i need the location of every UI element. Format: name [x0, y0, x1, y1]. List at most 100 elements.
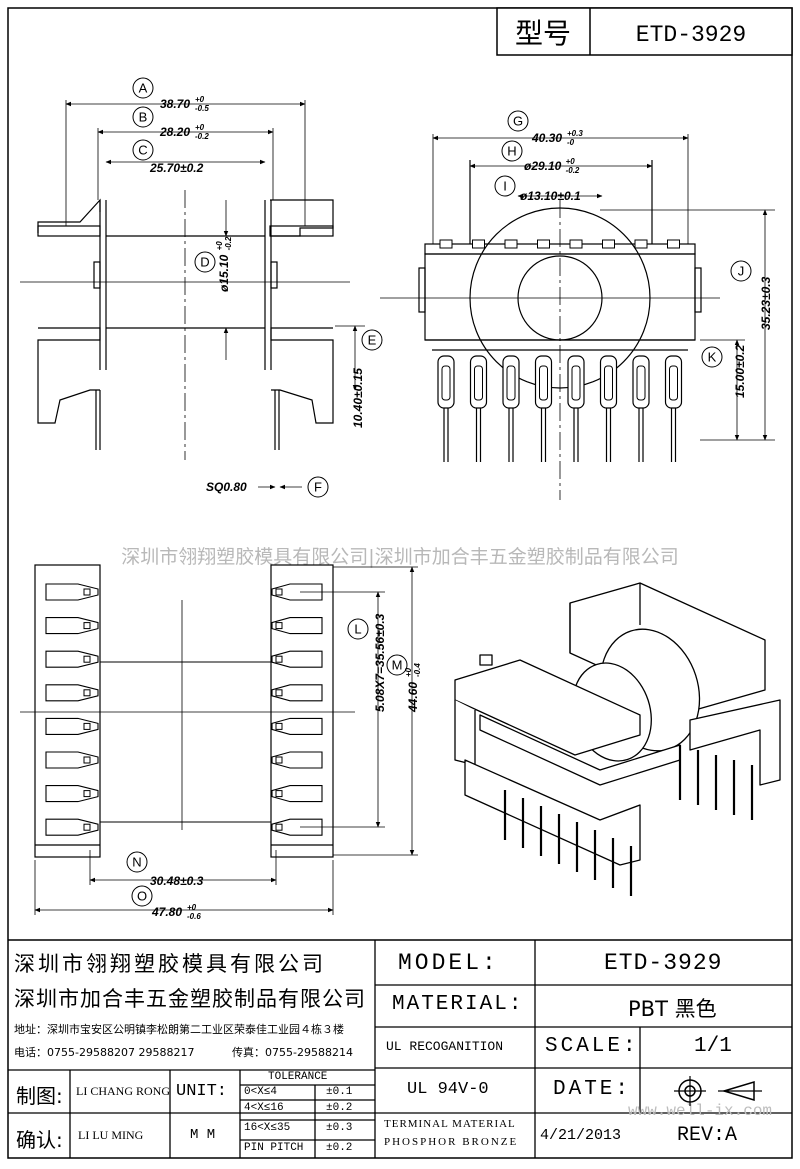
ul-value: UL 94V-0: [407, 1080, 489, 1099]
terminal-pin: [502, 239, 520, 462]
drawn-by-label: 制图:: [16, 1084, 63, 1108]
drawn-by-value: LI CHANG RONG: [76, 1084, 170, 1098]
svg-text:-0: -0: [567, 138, 575, 147]
revision: REV:A: [677, 1124, 738, 1147]
dimension-bubble-a: A: [132, 77, 154, 99]
svg-text:30.48±0.3: 30.48±0.3: [150, 874, 204, 888]
date-label: DATE:: [553, 1078, 632, 1101]
dimension-value-k: 15.00±0.2: [733, 344, 747, 398]
company-name-2: 深圳市加合丰五金塑胶制品有限公司: [14, 987, 366, 1011]
terminal-pin: [599, 239, 618, 462]
material-label: MATERIAL:: [392, 993, 524, 1016]
svg-text:ø29.10: ø29.10: [524, 159, 562, 173]
dimension-value-m: 44.60 +0-0.4: [404, 663, 422, 713]
header-label: 型号: [515, 17, 571, 50]
svg-text:ø13.10±0.1: ø13.10±0.1: [520, 189, 581, 203]
tolerance-range: 0<X≤4: [244, 1086, 278, 1098]
side-view-pins: [437, 239, 683, 462]
pin-right: [271, 617, 323, 635]
bubble-letter: L: [354, 622, 361, 637]
bubble-letter: N: [132, 855, 141, 870]
checked-by-label: 确认:: [16, 1128, 63, 1152]
terminal-pin: [469, 239, 488, 462]
dimension-bubble-k: K: [701, 346, 723, 368]
pin-right: [271, 583, 323, 601]
company-fax: 传真：0755-29588214: [232, 1046, 353, 1059]
svg-text:+0: +0: [404, 667, 413, 677]
dimension-value-a: 38.70 +0-0.5: [160, 95, 209, 113]
bubble-letter: F: [314, 480, 322, 495]
svg-text:-0.2: -0.2: [195, 132, 209, 141]
tolerance-range: 4<X≤16: [244, 1102, 284, 1114]
pin-right: [271, 818, 323, 836]
scale-label: SCALE:: [545, 1035, 639, 1058]
dimension-bubble-l: L: [347, 618, 369, 640]
terminal-pin: [437, 239, 455, 462]
svg-text:15.00±0.2: 15.00±0.2: [733, 344, 747, 398]
dimension-value-l: 5.08X7=35.56±0.3: [373, 613, 387, 712]
terminal-material-value: PHOSPHOR BRONZE: [384, 1136, 519, 1148]
front-view-dimensions: [65, 100, 365, 490]
dimension-value-o: 47.80+0-0.6: [151, 903, 201, 921]
bubble-letter: M: [392, 658, 403, 673]
bottom-view-pins: [45, 583, 323, 836]
svg-text:-0.2: -0.2: [224, 236, 233, 250]
bubble-letter: D: [200, 255, 209, 270]
svg-text:-0.2: -0.2: [566, 166, 580, 175]
dimension-value-e: 10.40±0.15: [351, 368, 365, 428]
terminal-material-label: TERMINAL MATERIAL: [384, 1118, 516, 1130]
pin-right: [271, 751, 323, 769]
svg-text:-0.5: -0.5: [195, 104, 209, 113]
bottom-view-dimensions: [34, 566, 418, 915]
company-phone: 电话：0755-29588207 29588217: [14, 1046, 195, 1059]
svg-text:10.40±0.15: 10.40±0.15: [351, 368, 365, 428]
pin-left: [45, 785, 99, 803]
svg-text:47.80: 47.80: [151, 905, 182, 919]
svg-text:28.20: 28.20: [159, 125, 190, 139]
svg-text:+0: +0: [195, 123, 205, 132]
side-view-dimensions: [432, 134, 775, 441]
svg-text:-0.6: -0.6: [187, 912, 201, 921]
model-value: ETD-3929: [604, 950, 723, 976]
terminal-pin: [632, 239, 650, 462]
svg-text:44.60: 44.60: [406, 682, 420, 713]
dimension-value-d: ø15.10+0-0.2: [215, 236, 233, 292]
svg-text:+0: +0: [195, 95, 205, 104]
bubble-letter: J: [738, 264, 745, 279]
tolerance-range: 16<X≤35: [244, 1122, 291, 1134]
dimension-value-i: ø13.10±0.1: [520, 189, 581, 203]
bubble-letter: B: [139, 110, 148, 125]
pin-left: [45, 617, 99, 635]
company-address: 地址：深圳市宝安区公明镇李松朗第二工业区荣泰佳工业园４栋３楼: [14, 1023, 344, 1036]
dimension-value-n: 30.48±0.3: [150, 874, 204, 888]
dimension-value-j: 35.23±0.3: [759, 276, 773, 330]
dimension-value-b: 28.20 +0-0.2: [159, 123, 209, 141]
date-value: 4/21/2013: [540, 1127, 622, 1144]
bubble-letter: K: [708, 350, 717, 365]
pin-left: [45, 751, 99, 769]
pin-right: [271, 717, 323, 735]
sheet-border: [7, 7, 793, 1159]
svg-text:40.30: 40.30: [531, 131, 562, 145]
svg-text:38.70: 38.70: [160, 97, 190, 111]
svg-text:-0.4: -0.4: [413, 663, 422, 677]
svg-text:+0: +0: [215, 241, 224, 251]
dimension-bubble-n: N: [126, 851, 148, 873]
dimension-value-g: 40.30 +0.3-0: [531, 129, 583, 147]
pin-right: [271, 684, 323, 702]
unit-label: UNIT:: [176, 1082, 228, 1101]
material-value: PBT 黑色: [628, 997, 717, 1021]
tolerance-value: ±0.2: [326, 1142, 353, 1154]
pin-left: [45, 684, 99, 702]
pin-left: [45, 818, 99, 836]
terminal-pin: [534, 239, 553, 462]
bubble-letter: I: [503, 179, 507, 194]
bubble-letter: G: [513, 114, 523, 129]
dimension-bubble-c: C: [132, 139, 154, 161]
pin-right: [271, 650, 323, 668]
tolerance-value: ±0.3: [326, 1122, 353, 1134]
bubble-letter: C: [138, 143, 147, 158]
bottom-view: [20, 564, 355, 858]
svg-text:+0.3: +0.3: [567, 129, 583, 138]
